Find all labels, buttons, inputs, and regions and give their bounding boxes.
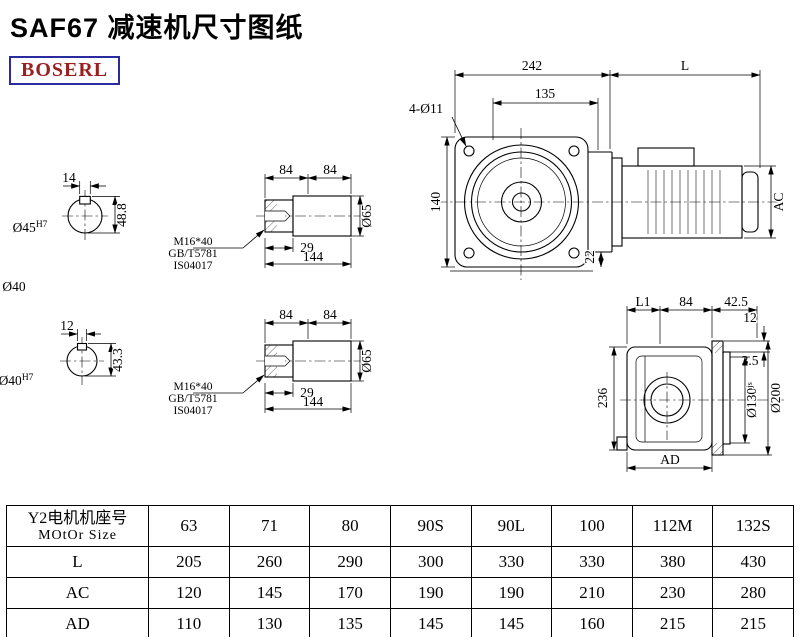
dim-84: 84 xyxy=(679,294,693,309)
dim-L: L xyxy=(681,58,689,73)
dim-135: 135 xyxy=(535,86,556,101)
dim-AD: AD xyxy=(660,452,680,467)
header-label-en: MOtOr Size xyxy=(38,527,117,543)
value-cell: 260 xyxy=(228,546,311,578)
flange-bolt-hole xyxy=(463,145,475,157)
dim-48-8: 48.8 xyxy=(114,203,129,227)
motor-outline xyxy=(588,147,759,253)
value-cell: 145 xyxy=(228,577,311,609)
value-cell: 145 xyxy=(470,608,553,637)
motor-size-cell: 90L xyxy=(470,505,553,547)
value-cell: 190 xyxy=(470,577,553,609)
table-row: L 205 260 290 300 330 330 380 430 xyxy=(6,546,794,578)
dim-140: 140 xyxy=(428,192,443,213)
value-cell: 230 xyxy=(631,577,714,609)
thread-note-1: M16*40 xyxy=(174,236,213,248)
dim-22: 22 xyxy=(582,250,597,264)
row-label-AC: AC xyxy=(6,577,149,609)
brand-logo: BOSERL xyxy=(9,56,121,85)
motor-size-cell: 90S xyxy=(389,505,472,547)
dim-AC: AC xyxy=(771,193,786,212)
shaft-detail-bottom: 84 84 29 144 Ø65 M16*40 GB/T5781 IS04017 xyxy=(167,306,375,419)
motor-size-cell: 71 xyxy=(228,505,311,547)
value-cell: 190 xyxy=(389,577,472,609)
motor-size-cell: 63 xyxy=(148,505,230,547)
value-cell: 120 xyxy=(148,577,230,609)
mounting-foot xyxy=(616,436,628,451)
hole-callout-4xd11: 4-Ø11 xyxy=(409,101,443,116)
output-flange xyxy=(711,340,724,456)
thread-note-1: M16*40 xyxy=(174,381,213,393)
technical-drawing: 242 L 135 4-Ø11 140 22 AC xyxy=(0,57,787,472)
value-cell: 380 xyxy=(631,546,714,578)
shaft-end-view-top: 14 48.8 Ø45H7 Ø40 xyxy=(1,169,130,296)
value-cell: 430 xyxy=(712,546,794,578)
shaft-end-view-bottom: 12 43.3 Ø40H7 xyxy=(0,317,126,390)
motor-size-cell: 80 xyxy=(309,505,391,547)
dim-3-5: 3.5 xyxy=(742,353,759,368)
dim-29: 29 xyxy=(300,240,314,255)
dim-dia130: Ø130js xyxy=(744,382,759,418)
value-cell: 330 xyxy=(551,546,633,578)
header-label-cn: Y2电机机座号 xyxy=(27,509,128,527)
thread-note-3: IS04017 xyxy=(174,260,213,272)
value-cell: 130 xyxy=(228,608,311,637)
dim-L1: L1 xyxy=(636,294,651,309)
motor-size-cell: 112M xyxy=(631,505,714,547)
dim-84a: 84 xyxy=(279,307,293,322)
page-title: SAF67 减速机尺寸图纸 xyxy=(10,13,304,43)
thread-note-3: IS04017 xyxy=(174,405,213,417)
value-cell: 145 xyxy=(389,608,472,637)
value-cell: 170 xyxy=(309,577,391,609)
value-cell: 135 xyxy=(309,608,391,637)
motor-size-table: Y2电机机座号 MOtOr Size 63 71 80 90S 90L 100 … xyxy=(6,505,794,637)
value-cell: 160 xyxy=(551,608,633,637)
value-cell: 300 xyxy=(389,546,472,578)
dia-label-40H7: Ø40H7 xyxy=(0,373,34,388)
keyway xyxy=(79,195,91,205)
value-cell: 330 xyxy=(470,546,553,578)
row-label-L: L xyxy=(6,546,149,578)
dim-dia200: Ø200 xyxy=(768,383,783,413)
dim-84a: 84 xyxy=(279,162,293,177)
value-cell: 280 xyxy=(712,577,794,609)
dim-14: 14 xyxy=(62,170,76,185)
side-view: L1 84 42.5 12 3.5 Ø130js Ø200 236 xyxy=(594,293,784,472)
value-cell: 290 xyxy=(309,546,391,578)
table-row: AC 120 145 170 190 190 210 230 280 xyxy=(6,577,794,609)
value-cell: 205 xyxy=(148,546,230,578)
table-row: AD 110 130 135 145 145 160 215 215 xyxy=(6,608,794,637)
table-header-label: Y2电机机座号 MOtOr Size xyxy=(6,505,149,547)
dim-242: 242 xyxy=(522,58,542,73)
dim-144: 144 xyxy=(303,249,324,264)
value-cell: 110 xyxy=(148,608,230,637)
motor-size-cell: 132S xyxy=(712,505,794,547)
dim-dia65: Ø65 xyxy=(359,204,374,227)
dim-236: 236 xyxy=(595,388,610,409)
dia-label-45H7: Ø45H7 xyxy=(13,220,48,235)
dim-42-5: 42.5 xyxy=(724,294,748,309)
value-cell: 210 xyxy=(551,577,633,609)
dim-43-3: 43.3 xyxy=(110,348,125,372)
shaft-detail-top: 84 84 29 144 Ø65 M16*40 GB/T5781 IS04017 xyxy=(167,161,375,274)
front-view: 242 L 135 4-Ø11 140 22 AC xyxy=(408,57,787,280)
table-row: Y2电机机座号 MOtOr Size 63 71 80 90S 90L 100 … xyxy=(6,505,794,547)
value-cell: 215 xyxy=(631,608,714,637)
dim-144: 144 xyxy=(303,394,324,409)
motor-size-cell: 100 xyxy=(551,505,633,547)
dim-84b: 84 xyxy=(323,162,337,177)
value-cell: 215 xyxy=(712,608,794,637)
dim-12: 12 xyxy=(743,310,757,325)
row-label-AD: AD xyxy=(6,608,149,637)
dim-dia65: Ø65 xyxy=(359,349,374,372)
thread-note-2: GB/T5781 xyxy=(168,248,217,260)
keyway xyxy=(76,342,88,351)
dim-12: 12 xyxy=(60,318,74,333)
thread-note-2: GB/T5781 xyxy=(168,393,217,405)
dim-29: 29 xyxy=(300,385,314,400)
dim-84b: 84 xyxy=(323,307,337,322)
dia-label-40: Ø40 xyxy=(2,279,25,294)
